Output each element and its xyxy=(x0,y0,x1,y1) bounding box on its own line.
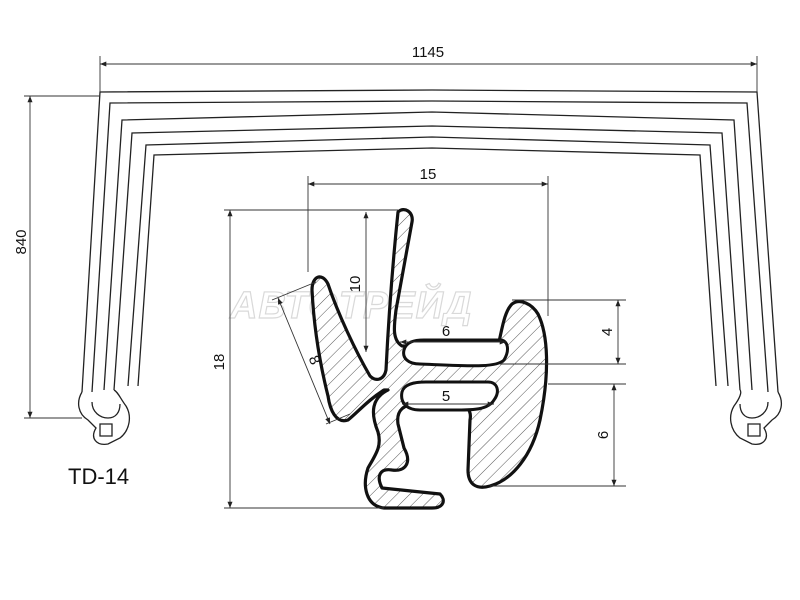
dimension-lip-height-label: 10 xyxy=(347,276,364,293)
seal-frame xyxy=(77,89,783,445)
dimension-width-label: 1145 xyxy=(412,44,444,61)
dimension-right-lower: 6 xyxy=(490,383,626,487)
watermark-text: АВТОТРЕЙД xyxy=(229,282,472,327)
dimension-lower-channel: 5 xyxy=(402,388,494,407)
dimension-height: 840 xyxy=(13,95,100,419)
dimension-profile-width: 15 xyxy=(307,166,549,316)
dimension-right-upper-label: 4 xyxy=(599,328,616,336)
dimension-lower-channel-label: 5 xyxy=(442,388,450,405)
part-number: TD-14 xyxy=(68,464,129,489)
dimension-width: 1145 xyxy=(99,44,758,92)
dimension-profile-height: 18 xyxy=(211,209,398,509)
upper-channel xyxy=(402,338,509,368)
dimension-height-label: 840 xyxy=(13,229,30,254)
dimension-lip-height: 10 xyxy=(347,212,369,352)
dimension-right-upper: 4 xyxy=(500,299,626,365)
dimension-profile-width-label: 15 xyxy=(420,166,437,183)
dimension-profile-height-label: 18 xyxy=(211,354,228,371)
dimension-upper-channel-label: 6 xyxy=(442,323,450,340)
dimension-right-lower-label: 6 xyxy=(595,431,612,439)
dimension-upper-channel: 6 xyxy=(400,323,506,345)
